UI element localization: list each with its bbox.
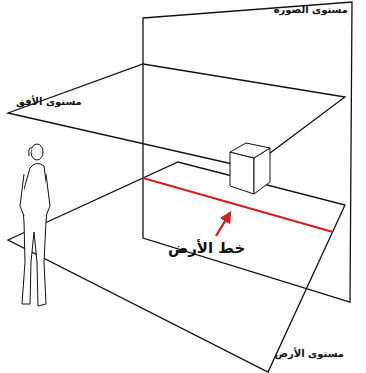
picture-plane	[143, 2, 352, 302]
pointer-arrow	[216, 213, 230, 236]
line-label: خط الأرض	[168, 240, 245, 257]
observer-figure	[20, 144, 50, 306]
horizon-plane	[8, 64, 345, 168]
ground-plane	[8, 162, 345, 372]
cube	[230, 143, 270, 194]
plane-label: مستوى الصورة	[274, 4, 348, 15]
plane-label: مستوى الأرض	[275, 348, 344, 359]
plane-label: مستوى الأفق	[16, 96, 82, 107]
